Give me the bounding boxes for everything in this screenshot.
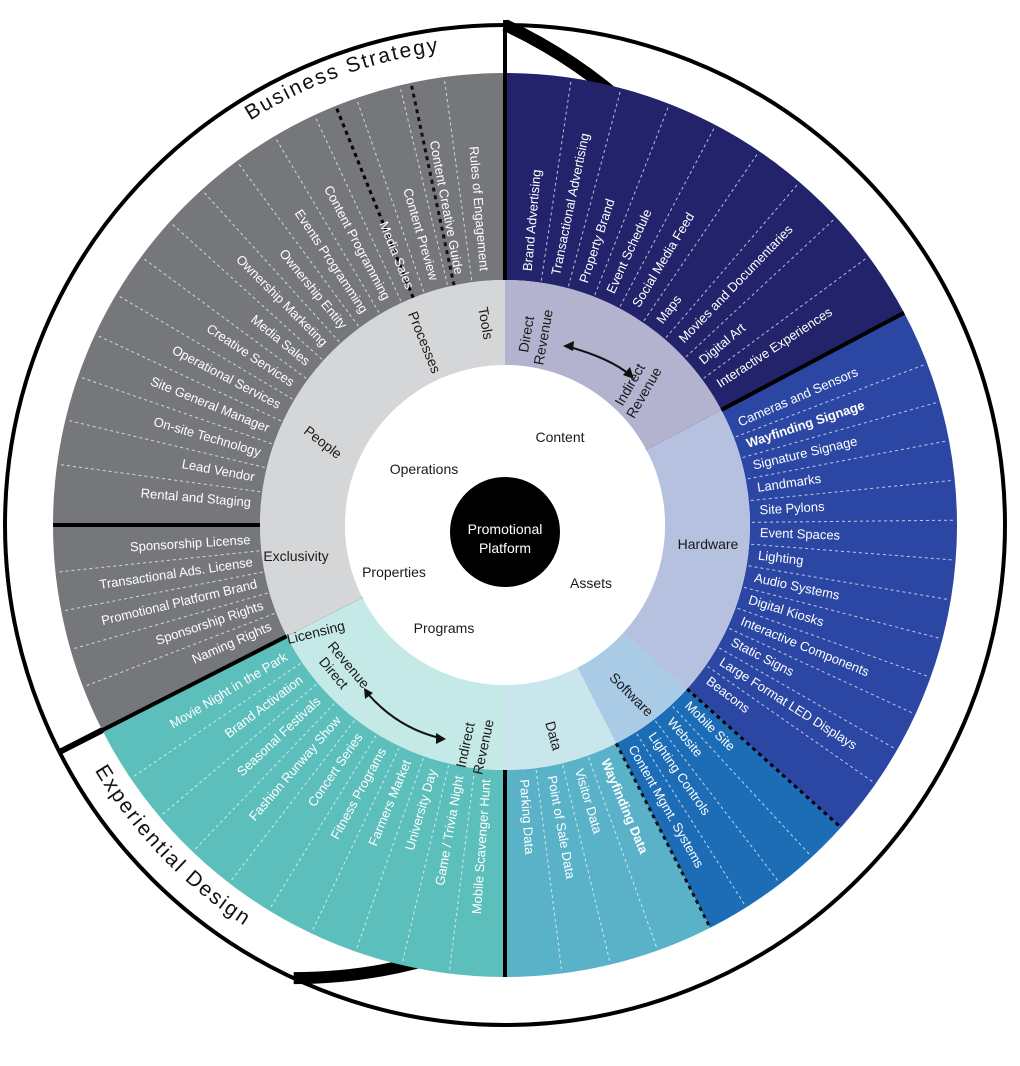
- mid-label-tools: Tools: [475, 306, 496, 341]
- hardware-item-6: Lighting: [757, 548, 804, 568]
- middle-sector-hardware: [623, 409, 750, 689]
- middle-sector-content: [505, 280, 722, 450]
- outer-sectors: [53, 73, 957, 977]
- mid-label-hardware: Hardware: [678, 536, 739, 552]
- outer-sector-content: [505, 73, 905, 410]
- inner-label-operations: Operations: [390, 461, 458, 477]
- properties-item-4: Sponsorship License: [129, 532, 250, 554]
- content-arrow-head-b: [623, 367, 634, 379]
- hardware-item-5: Event Spaces: [760, 525, 841, 543]
- center-label-line2: Platform: [479, 540, 531, 556]
- ring-title-separator: [58, 727, 104, 755]
- middle-sector-data: [505, 667, 617, 770]
- dotted-subdivider-1: [409, 82, 456, 286]
- programs-revenue-arrow: [367, 693, 441, 739]
- outer-sector-operations: [53, 73, 505, 525]
- mid-label-content-direct-1: Direct: [515, 315, 537, 354]
- inner-label-programs: Programs: [414, 620, 475, 636]
- center-label-line1: Promotional: [468, 521, 543, 537]
- outer-sector-programs: [102, 636, 506, 977]
- data-item-3: Parking Data: [517, 779, 537, 856]
- inner-label-assets: Assets: [570, 575, 612, 591]
- dotted-subdivider-0: [334, 105, 415, 299]
- programs-arrow-head-a: [364, 688, 373, 699]
- programs-arrow-head-b: [436, 733, 446, 744]
- content-arrow-head-a: [563, 341, 574, 351]
- inner-label-properties: Properties: [362, 564, 426, 580]
- outer-sector-software: [616, 688, 841, 928]
- dotted-subdivider-3: [614, 742, 712, 929]
- middle-sector-operations: [260, 280, 505, 525]
- mid-label-data: Data: [542, 719, 565, 752]
- outer-sector-properties: [53, 525, 287, 731]
- dotted-subdivider-2: [686, 687, 842, 829]
- inner-label-content: Content: [535, 429, 584, 445]
- middle-sector-software: [577, 632, 688, 744]
- middle-sector-properties: [260, 525, 363, 637]
- middle-sector-programs: [286, 597, 505, 770]
- center-hub: [450, 477, 560, 587]
- outer-sector-data: [505, 743, 711, 977]
- outer-sector-hardware: [687, 312, 957, 828]
- mid-label-exclusivity: Exclusivity: [263, 548, 328, 564]
- middle-ring: [260, 280, 750, 770]
- hardware-item-4: Site Pylons: [759, 499, 825, 518]
